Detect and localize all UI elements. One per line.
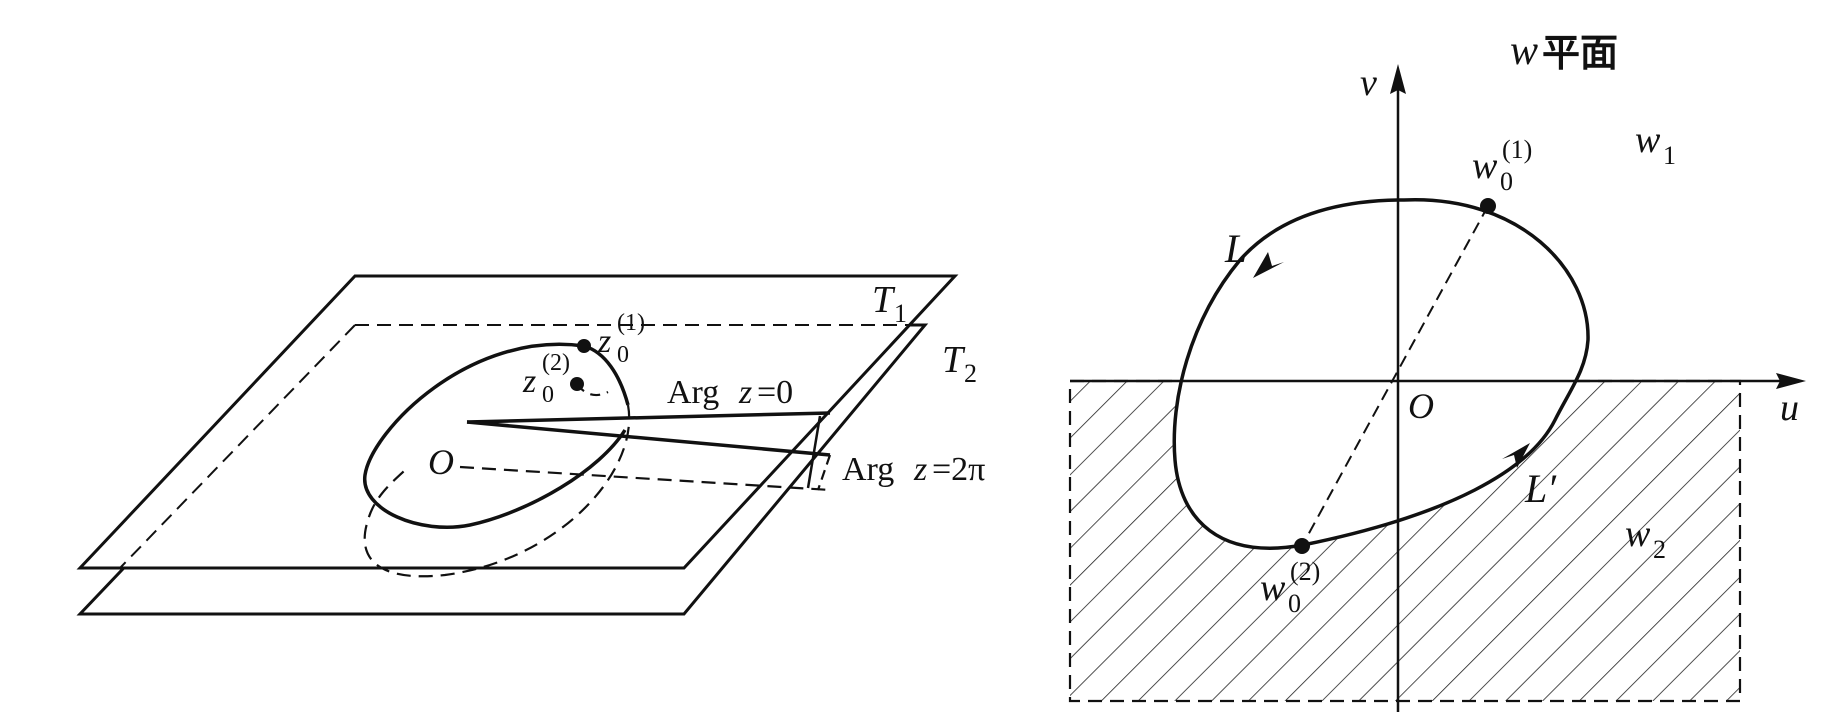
- label-z0-1-sub: 0: [617, 342, 629, 368]
- curve-l-arrow: [1253, 252, 1284, 278]
- u-axis-arrow: [1776, 373, 1806, 389]
- v-axis-arrow: [1390, 64, 1406, 94]
- label-w0-2: w 0 (2): [1260, 557, 1320, 618]
- point-z0-1: [577, 339, 591, 353]
- label-arg-2pi-var: z: [913, 451, 927, 488]
- label-w0-1-letter: w: [1472, 145, 1498, 187]
- label-t1-sub: 1: [894, 299, 907, 328]
- label-t2-sub: 2: [964, 359, 977, 388]
- label-z0-2-letter: z: [522, 363, 536, 400]
- sheet-t2-hidden-edge: [119, 324, 920, 569]
- label-w2-letter: w: [1625, 513, 1651, 555]
- branch-cut-connector-2: [816, 454, 832, 491]
- curve-interior: [1174, 199, 1589, 549]
- label-origin-left: O: [428, 442, 454, 482]
- label-w1: w 1: [1635, 119, 1676, 170]
- arg-2pi-ray: [466, 420, 831, 457]
- diameter-line: [1301, 205, 1489, 547]
- label-arg-zero: Arg z =0: [667, 374, 793, 411]
- label-arg-2pi: Arg z =2π: [842, 451, 985, 488]
- label-w2-sub: 2: [1653, 535, 1666, 564]
- plane-title-text: 平面: [1542, 30, 1618, 75]
- label-z0-1-letter: z: [597, 323, 611, 360]
- label-z0-1-sup: (1): [617, 310, 645, 336]
- plane-title: w 平面: [1510, 28, 1618, 75]
- right-diagram: w 平面 v u O w 1 w 2 w 0 (1) w 0 (2) L L′: [1068, 28, 1806, 712]
- arg-zero-lower-ray: [459, 465, 831, 492]
- point-w0-1: [1480, 198, 1496, 214]
- point-z0-2: [570, 377, 584, 391]
- label-origin-right: O: [1408, 386, 1434, 426]
- label-z0-2-sub: 0: [542, 382, 554, 408]
- label-w0-2-letter: w: [1260, 567, 1286, 609]
- curve-l-prime-arrow: [1502, 443, 1530, 468]
- label-t1-letter: T: [872, 279, 896, 321]
- label-w1-sub: 1: [1663, 141, 1676, 170]
- label-w0-2-sub: 0: [1288, 589, 1301, 618]
- label-v-axis: v: [1360, 62, 1377, 104]
- label-arg-2pi-prefix: Arg: [842, 451, 894, 488]
- label-t2: T 2: [942, 339, 977, 388]
- point-w0-2: [1294, 538, 1310, 554]
- branch-cut-connector: [806, 415, 822, 489]
- label-w0-1-sup: (1): [1502, 135, 1532, 164]
- loop-lower-sheet: [363, 404, 631, 578]
- label-z0-1: z 0 (1): [597, 310, 645, 368]
- label-z0-2-sup: (2): [542, 350, 570, 376]
- label-curve-l-prime: L′: [1524, 466, 1557, 511]
- label-z0-2: z 0 (2): [522, 350, 570, 408]
- label-t2-letter: T: [942, 339, 966, 381]
- plane-title-var: w: [1510, 28, 1538, 74]
- label-w2: w 2: [1625, 513, 1666, 564]
- label-arg-zero-prefix: Arg: [667, 374, 719, 411]
- left-diagram: T 1 T 2 z 0 (1) z 0 (2) O Arg z =0 Arg z…: [76, 274, 985, 616]
- label-arg-zero-var: z: [738, 374, 752, 411]
- label-u-axis: u: [1780, 387, 1799, 429]
- label-arg-2pi-value: =2π: [932, 451, 985, 488]
- label-w0-2-sup: (2): [1290, 557, 1320, 586]
- label-w1-letter: w: [1635, 119, 1661, 161]
- loop-upper-sheet: [363, 342, 627, 529]
- label-arg-zero-value: =0: [757, 374, 793, 411]
- label-w0-1: w 0 (1): [1472, 135, 1532, 196]
- label-w0-1-sub: 0: [1500, 167, 1513, 196]
- label-curve-l: L: [1224, 226, 1247, 271]
- label-t1: T 1: [872, 279, 907, 328]
- arg-zero-ray: [466, 411, 831, 424]
